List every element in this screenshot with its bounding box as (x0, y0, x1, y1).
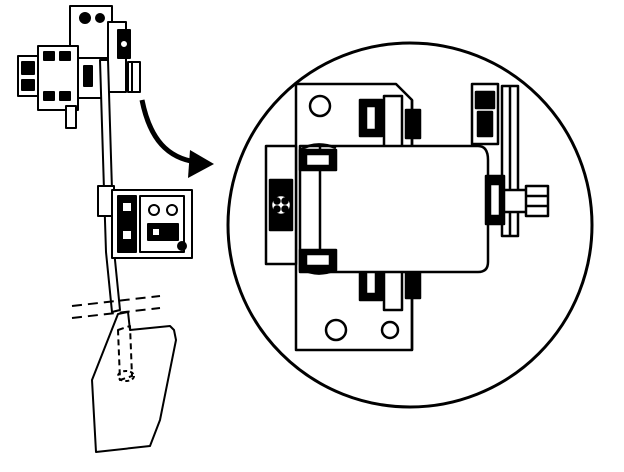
pedal-pad (91, 311, 177, 453)
break-lines (71, 295, 161, 319)
mounting-nut (524, 184, 550, 218)
sensor-housing (298, 143, 490, 275)
pedal-arm (97, 59, 121, 313)
magnified-detail-view (226, 41, 594, 409)
pivot-shaft (470, 82, 530, 238)
detail-callout-arrow (139, 99, 214, 178)
upper-bracket (69, 5, 141, 93)
pedal-assembly (17, 5, 193, 453)
left-mount-block (17, 45, 109, 129)
upper-tab (358, 94, 422, 168)
connector (264, 144, 298, 266)
position-sensor (111, 189, 193, 259)
